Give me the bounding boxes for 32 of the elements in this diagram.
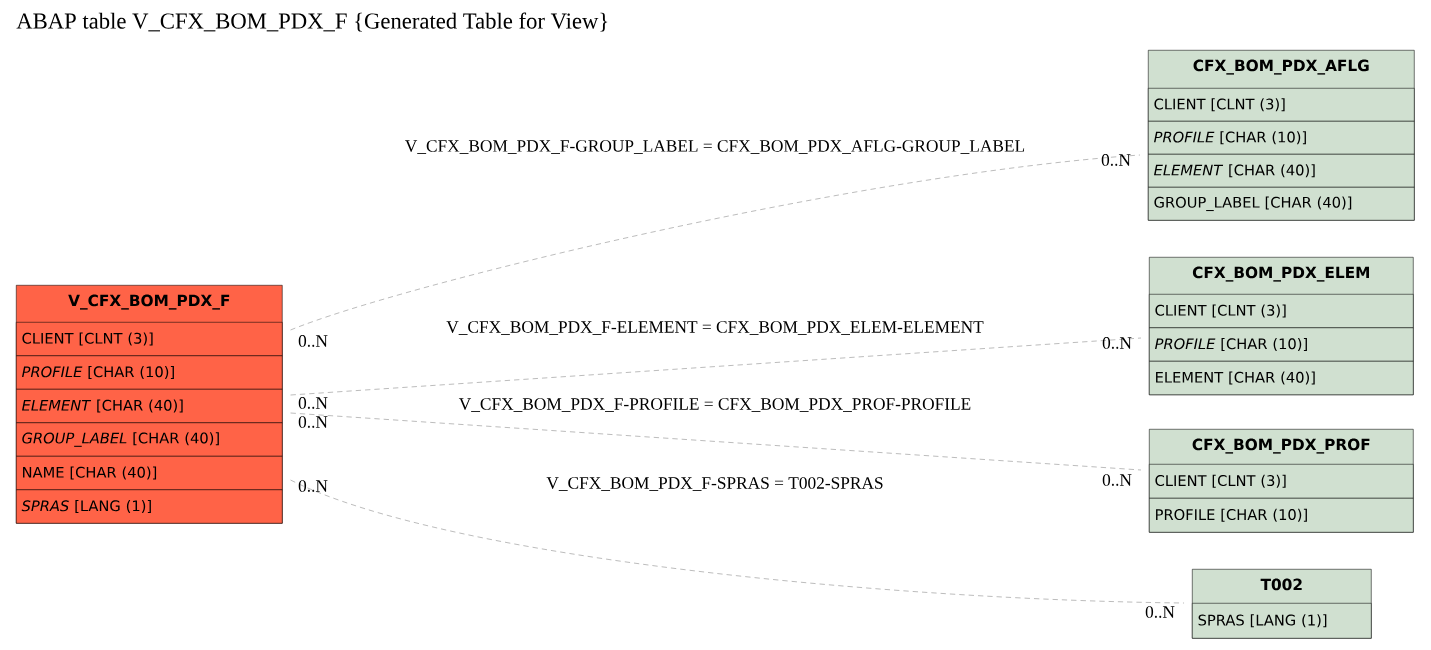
cardinality-label: 0..N bbox=[1102, 474, 1132, 486]
relation-line bbox=[290, 337, 1142, 396]
field-row: ELEMENT [CHAR (40)] bbox=[1149, 361, 1414, 396]
cardinality-label: 0..N bbox=[298, 416, 328, 428]
relation-line bbox=[290, 412, 1142, 471]
field-row: PROFILE [CHAR (10)] bbox=[1148, 121, 1415, 155]
field-row: CLIENT [CLNT (3)] bbox=[1149, 294, 1414, 329]
field-row: PROFILE [CHAR (10)] bbox=[1149, 498, 1414, 533]
field-row: SPRAS [LANG (1)] bbox=[1192, 603, 1372, 639]
edge-label: V_CFX_BOM_PDX_F-ELEMENT = CFX_BOM_PDX_ELEM-ELEMENT bbox=[446, 321, 984, 335]
field-row: ELEMENT [CHAR (40)] bbox=[1148, 154, 1415, 188]
relation-line bbox=[290, 154, 1141, 331]
cardinality-label: 0..N bbox=[298, 480, 328, 492]
field-row: ELEMENT [CHAR (40)] bbox=[16, 389, 283, 424]
cardinality-label: 0..N bbox=[1145, 606, 1175, 618]
cardinality-label: 0..N bbox=[298, 335, 328, 347]
field-row: CLIENT [CLNT (3)] bbox=[1148, 88, 1415, 122]
cardinality-label: 0..N bbox=[298, 397, 328, 409]
field-row: CLIENT [CLNT (3)] bbox=[16, 322, 283, 357]
edge-label: V_CFX_BOM_PDX_F-SPRAS = T002-SPRAS bbox=[546, 477, 883, 491]
title: ABAP table V_CFX_BOM_PDX_F {Generated Table for View} bbox=[16, 12, 608, 32]
field-row: PROFILE [CHAR (10)] bbox=[1149, 327, 1414, 362]
field-row: GROUP_LABEL [CHAR (40)] bbox=[16, 422, 283, 457]
field-row: GROUP_LABEL [CHAR (40)] bbox=[1148, 187, 1415, 221]
field-row: PROFILE [CHAR (10)] bbox=[16, 355, 283, 390]
cardinality-label: 0..N bbox=[1102, 337, 1132, 349]
field-row: SPRAS [LANG (1)] bbox=[16, 489, 283, 524]
edge-label: V_CFX_BOM_PDX_F-GROUP_LABEL = CFX_BOM_PDX_AFLG-GROUP_LABEL bbox=[405, 140, 1025, 154]
edge-label: V_CFX_BOM_PDX_F-PROFILE = CFX_BOM_PDX_PROF-PROFILE bbox=[458, 398, 971, 412]
field-row: NAME [CHAR (40)] bbox=[16, 456, 283, 491]
cardinality-label: 0..N bbox=[1101, 154, 1131, 166]
field-row: CLIENT [CLNT (3)] bbox=[1149, 464, 1414, 499]
